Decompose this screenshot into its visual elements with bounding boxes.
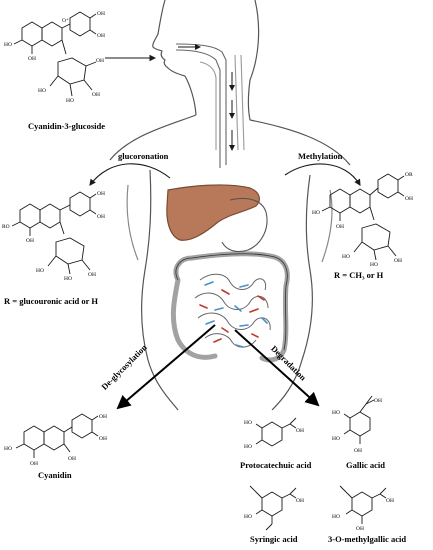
- svg-text:OH: OH: [374, 398, 382, 404]
- svg-text:OH: OH: [30, 461, 38, 467]
- molecule-left-glucuronide: [11, 191, 97, 275]
- molecule-atoms-syringic: HO OH: [244, 498, 304, 520]
- small-intestine: [194, 273, 271, 348]
- svg-text:O⁺: O⁺: [62, 17, 69, 24]
- svg-text:OH: OH: [88, 272, 96, 278]
- svg-text:OR: OR: [405, 172, 413, 178]
- svg-text:OH: OH: [356, 526, 364, 532]
- svg-text:OH: OH: [97, 11, 105, 17]
- svg-text:OH: OH: [336, 224, 344, 230]
- svg-text:OH: OH: [99, 436, 107, 442]
- molecule-atoms-right: HO OR OH OH HO HO OH: [312, 172, 413, 268]
- svg-text:HO: HO: [4, 42, 12, 48]
- svg-text:OH: OH: [68, 456, 76, 462]
- svg-text:HO: HO: [244, 420, 252, 426]
- svg-text:HO: HO: [370, 262, 378, 268]
- glucoronation-arrow: [89, 163, 171, 186]
- label-cyanidin-3-glucoside: Cyanidin-3-glucoside: [28, 121, 105, 131]
- svg-text:OH: OH: [99, 414, 107, 420]
- stomach-organ: [221, 197, 268, 253]
- molecule-cyanidin: [15, 413, 99, 458]
- molecule-right-methylated: [321, 173, 405, 261]
- svg-text:OH: OH: [28, 56, 36, 62]
- svg-text:HO: HO: [38, 88, 46, 94]
- svg-text:HO: HO: [36, 268, 44, 274]
- molecule-3-o-methylgallic: [339, 485, 387, 524]
- label-3-o-methylgallic-acid: 3-O-methylgallic acid: [328, 534, 407, 544]
- svg-text:OH: OH: [26, 238, 34, 244]
- liver-organ: [166, 184, 260, 241]
- molecule-protocatechuic: [255, 417, 297, 447]
- label-gallic-acid: Gallic acid: [346, 460, 385, 470]
- molecule-syringic: [249, 485, 297, 531]
- molecule-atoms-c3g: HO OH OH OH HO HO OH OH O⁺: [4, 11, 105, 104]
- degradation-arrow: [234, 329, 320, 407]
- airflow-arrows: [178, 44, 235, 151]
- svg-text:OH: OH: [296, 498, 304, 504]
- molecule-atoms-protocatechuic: HO HO OH: [244, 420, 304, 450]
- svg-text:OH: OH: [97, 191, 105, 197]
- svg-text:HO: HO: [64, 276, 72, 282]
- svg-text:HO: HO: [66, 98, 74, 104]
- svg-text:OH: OH: [386, 498, 394, 504]
- deglycosylation-arrow: [116, 324, 216, 410]
- label-r-glucuronic: R = glucouronic acid or H: [4, 296, 99, 306]
- pathway-arrows: [89, 54, 361, 186]
- label-syringic-acid: Syringic acid: [250, 534, 298, 544]
- molecule-atoms-cyanidin: HO OH OH OH OH: [4, 414, 107, 467]
- svg-text:OH: OH: [394, 258, 402, 264]
- molecule-atoms-methylgallic: HO OH OH: [332, 498, 394, 532]
- svg-text:OH: OH: [92, 92, 100, 98]
- label-methylation: Methylation: [298, 151, 343, 161]
- esophagus: [175, 43, 245, 168]
- molecule-atoms-left: RO OH OH OH HO HO OH: [2, 191, 105, 282]
- svg-text:HO: HO: [244, 444, 252, 450]
- degradation-arrows: [116, 324, 320, 410]
- label-cyanidin: Cyanidin: [38, 470, 72, 480]
- gut-microbes: [199, 281, 268, 348]
- svg-text:OH: OH: [97, 214, 105, 220]
- svg-text:OH: OH: [96, 58, 104, 64]
- label-r-methyl: R = CH₃ or H: [334, 270, 384, 280]
- svg-text:OH: OH: [296, 428, 304, 434]
- svg-text:OH: OH: [354, 448, 362, 454]
- label-glucoronation: glucoronation: [118, 151, 169, 161]
- svg-text:HO: HO: [332, 436, 340, 442]
- svg-text:HO: HO: [332, 514, 340, 520]
- svg-text:RO: RO: [2, 224, 10, 230]
- svg-text:HO: HO: [312, 210, 320, 216]
- body-outline: [109, 0, 351, 411]
- svg-text:HO: HO: [4, 446, 12, 452]
- svg-text:OH: OH: [97, 33, 105, 39]
- molecule-gallic: [343, 395, 375, 444]
- large-intestine: [170, 251, 290, 363]
- svg-text:OH: OH: [405, 196, 413, 202]
- molecule-atoms-gallic: HO HO OH OH: [332, 398, 382, 454]
- molecule-cyanidin-3-glucoside: [13, 11, 97, 97]
- label-protocatechuic-acid: Protocatechuic acid: [240, 460, 312, 470]
- svg-text:HO: HO: [244, 514, 252, 520]
- svg-text:HO: HO: [332, 410, 340, 416]
- svg-text:HO: HO: [342, 254, 350, 260]
- methylation-arrow: [284, 163, 361, 186]
